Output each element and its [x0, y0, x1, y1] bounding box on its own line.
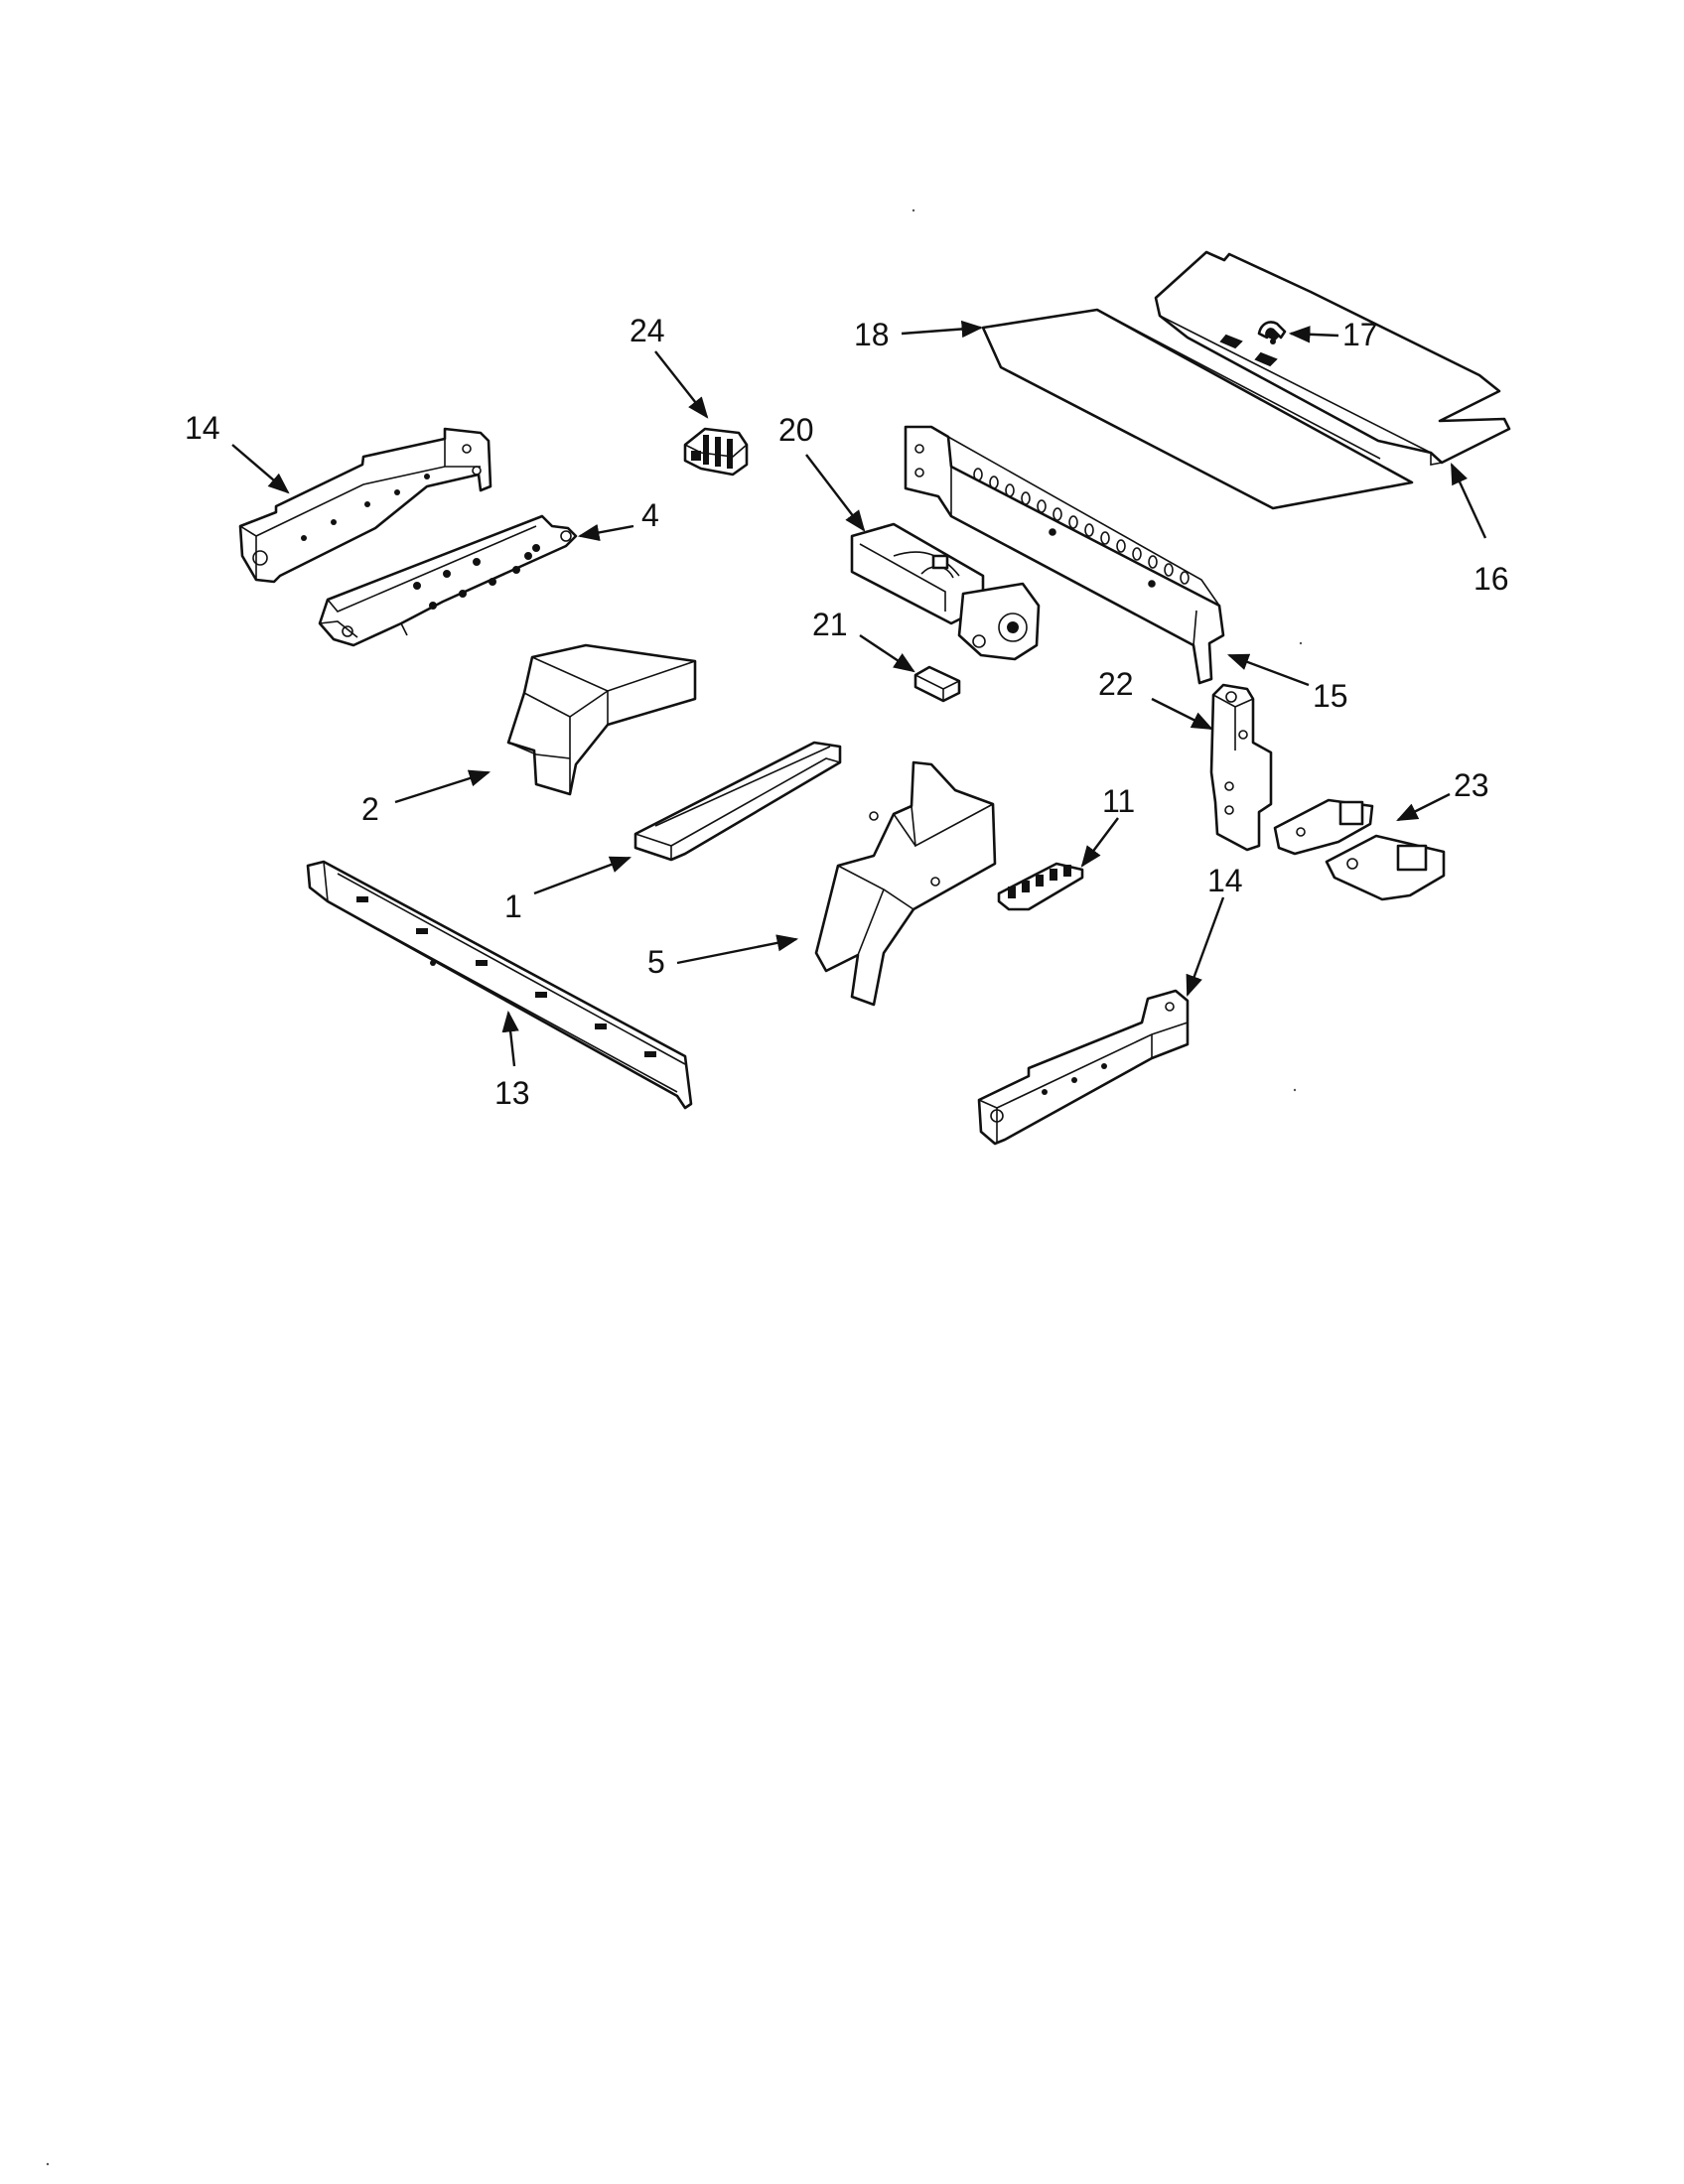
callout-22: 22	[1098, 666, 1134, 702]
part-15-rail	[906, 427, 1223, 683]
part-16-top-panel	[1156, 252, 1509, 465]
callout-14-upper: 14	[185, 410, 220, 446]
callout-24: 24	[630, 313, 665, 348]
callout-4: 4	[641, 497, 659, 533]
callout-1: 1	[504, 888, 522, 924]
part-14-upper-bracket	[240, 429, 491, 582]
callout-20: 20	[778, 412, 814, 448]
part-22-upright-bracket	[1211, 685, 1271, 850]
callout-18: 18	[854, 317, 890, 352]
callout-labels: 24 18 17 14 20 4 16 21 22 15 2 23 11 1 1…	[185, 313, 1509, 1111]
part-14-lower-bracket	[979, 991, 1188, 1144]
callout-14-lower: 14	[1207, 863, 1243, 898]
callout-21: 21	[812, 607, 848, 642]
callout-16: 16	[1474, 561, 1509, 597]
part-17-clip	[1259, 322, 1285, 344]
part-11-terminal-strip	[999, 864, 1082, 909]
part-13-long-rail	[308, 862, 691, 1108]
part-23-bracket	[1275, 800, 1444, 899]
part-20-switch-assembly	[852, 524, 1039, 659]
part-4-plate	[320, 516, 576, 645]
callout-23: 23	[1454, 767, 1489, 803]
callout-11: 11	[1102, 783, 1135, 819]
leader-lines	[231, 320, 1487, 1067]
callout-13: 13	[494, 1075, 530, 1111]
part-18-sheet	[983, 310, 1412, 508]
part-2-duct	[508, 645, 695, 794]
part-24-terminal-block	[685, 429, 747, 475]
callout-5: 5	[647, 944, 665, 980]
part-21-connector	[915, 667, 959, 701]
part-5-shield	[816, 762, 995, 1005]
part-1-channel	[635, 743, 840, 860]
callout-2: 2	[361, 791, 379, 827]
scan-specks	[46, 208, 1303, 2166]
callout-17: 17	[1342, 317, 1378, 352]
callout-15: 15	[1313, 678, 1348, 714]
